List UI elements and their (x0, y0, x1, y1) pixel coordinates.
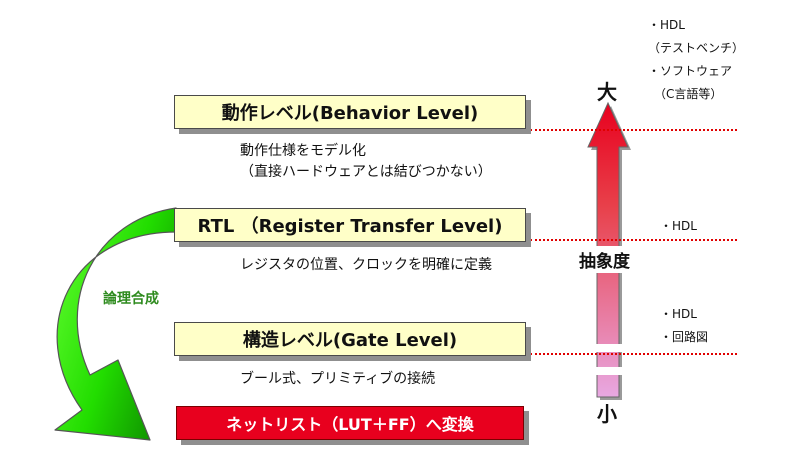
gate-level-line (530, 353, 737, 355)
rtl-notes: ・HDL (660, 215, 697, 238)
gate-level-box: 構造レベル(Gate Level) (174, 322, 526, 356)
rtl-level-label: RTL （Register Transfer Level) (197, 216, 503, 237)
abstraction-low-label: 小 (597, 402, 617, 426)
description-line: （直接ハードウェアとは結びつかない） (240, 164, 492, 180)
synthesis-label: 論理合成 (103, 291, 159, 307)
netlist-box: ネットリスト（LUT＋FF）へ変換 (176, 406, 524, 440)
note-line: ・回路図 (660, 330, 709, 344)
abstraction-high-label: 大 (597, 80, 617, 104)
description-line: 動作仕様をモデル化 (240, 143, 366, 159)
behavior-level-label: 動作レベル(Behavior Level) (221, 103, 479, 124)
note-line: （テストベンチ） (648, 41, 745, 55)
note-line: ・HDL (660, 219, 697, 233)
rtl-level-line (530, 239, 737, 241)
note-line: （C言語等） (654, 87, 723, 101)
note-line: ・HDL (660, 307, 697, 321)
abstraction-label: 抽象度 (577, 246, 632, 273)
description-line: レジスタの位置、クロックを明確に定義 (240, 257, 492, 273)
behavior-level-line (530, 129, 737, 131)
note-line: ・HDL (648, 18, 685, 32)
rtl-level-description: レジスタの位置、クロックを明確に定義 (240, 255, 492, 276)
rtl-level-box: RTL （Register Transfer Level) (174, 208, 526, 242)
gate-notes: ・HDL ・回路図 (660, 303, 708, 349)
behavior-notes: ・HDL （テストベンチ） ・ソフトウェア （C言語等） (648, 14, 744, 106)
note-line: ・ソフトウェア (648, 64, 733, 78)
behavior-level-description: 動作仕様をモデル化 （直接ハードウェアとは結びつかない） (240, 141, 492, 183)
description-line: ブール式、プリミティブの接続 (240, 371, 436, 387)
behavior-level-box: 動作レベル(Behavior Level) (174, 95, 526, 129)
gate-level-description: ブール式、プリミティブの接続 (240, 369, 435, 390)
gate-level-label: 構造レベル(Gate Level) (242, 330, 458, 351)
netlist-label: ネットリスト（LUT＋FF）へ変換 (226, 415, 474, 434)
